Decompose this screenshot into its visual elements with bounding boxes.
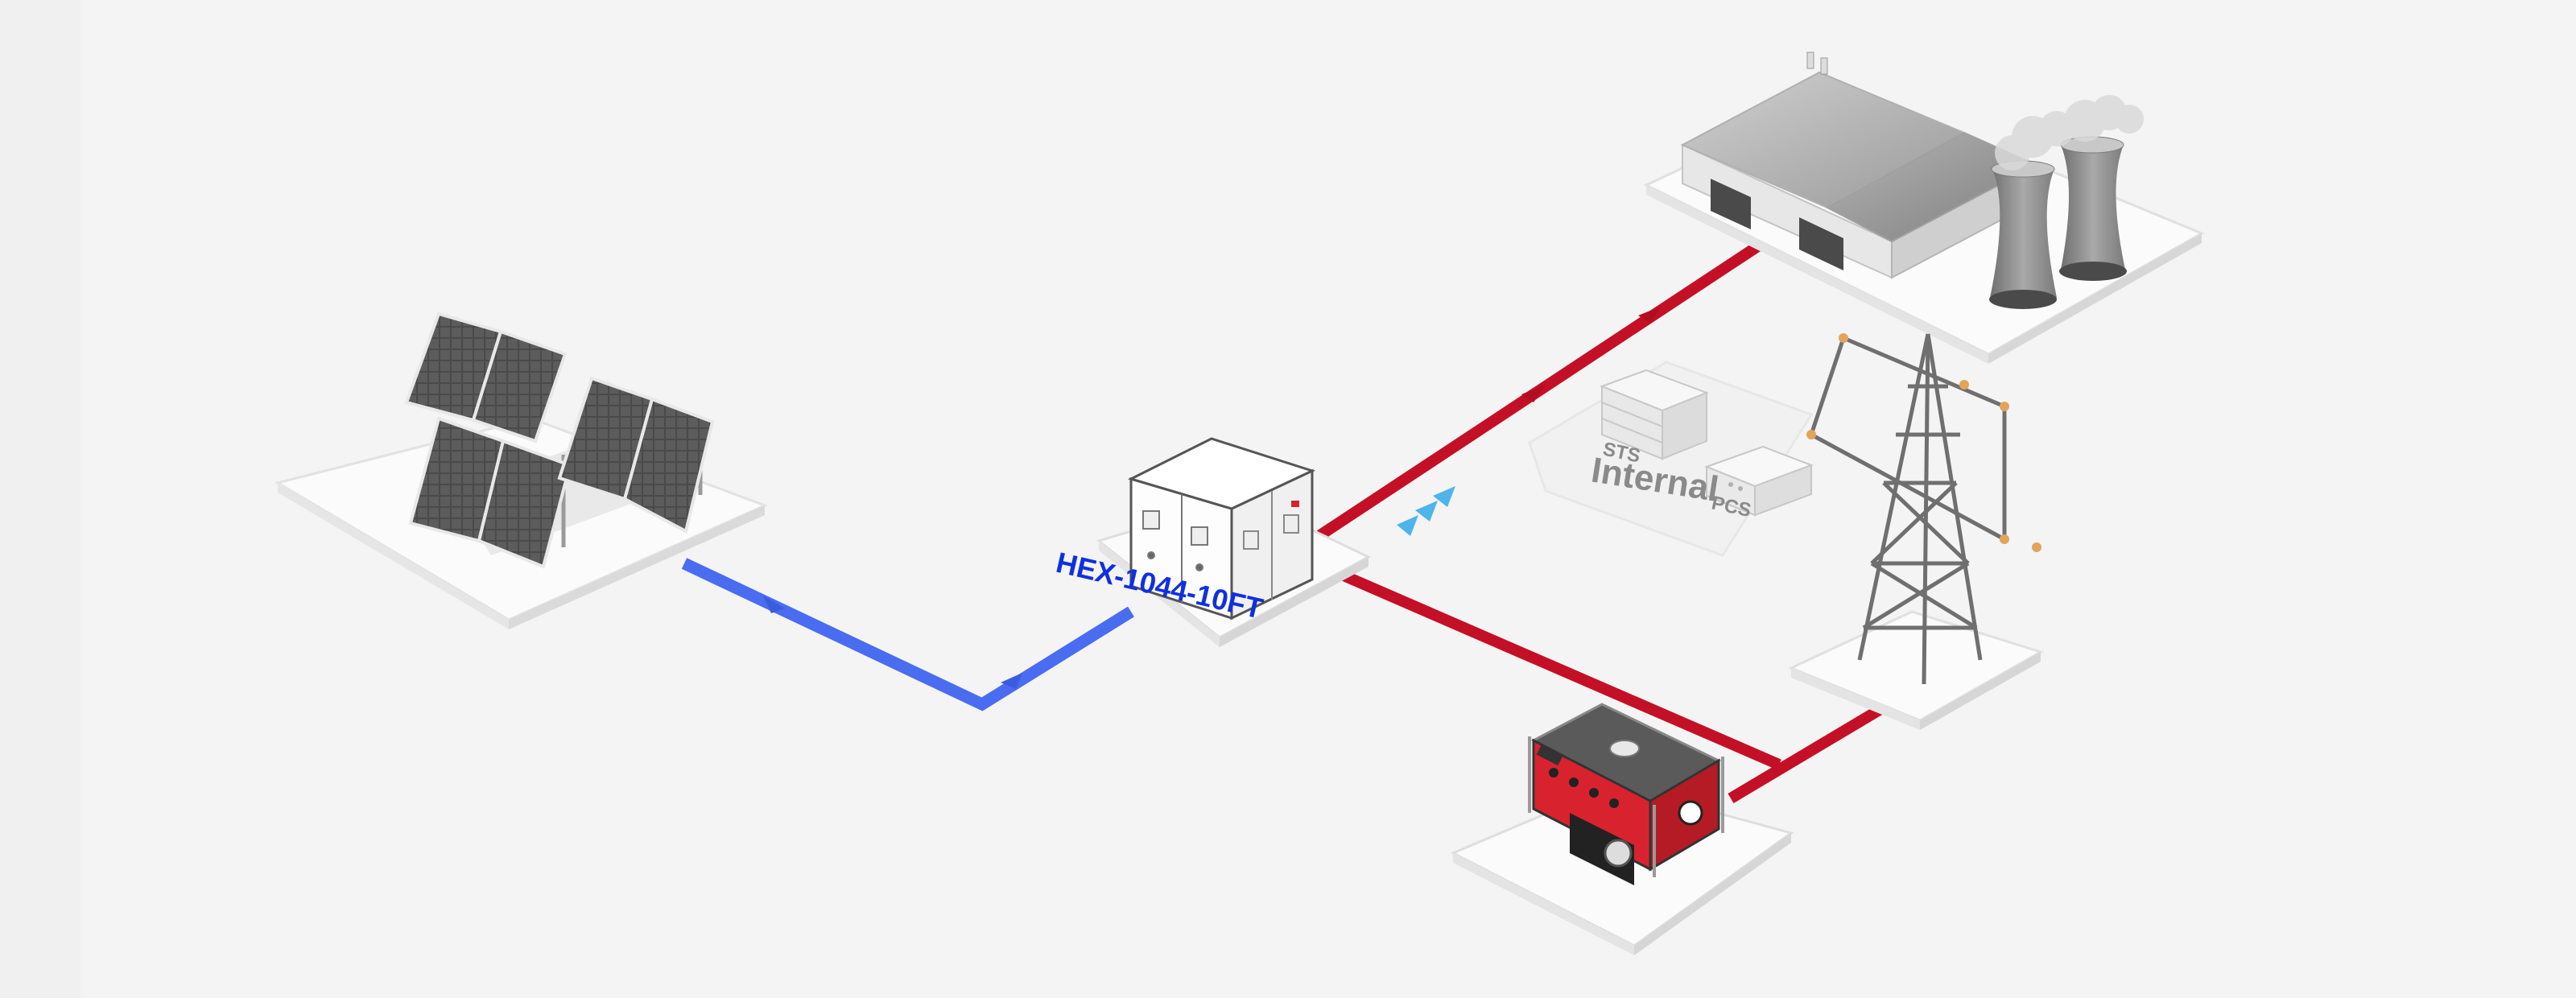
sts-unit-icon: STS	[1600, 369, 1709, 468]
ac-power-line-factory	[1317, 241, 1762, 540]
transmission-tower-icon	[1788, 333, 2044, 730]
ac-flow-arrow-1	[1521, 385, 1546, 402]
dc-flow-arrow-2	[1001, 673, 1022, 689]
ess-top-face	[1127, 437, 1316, 510]
solar-panel-array-icon	[275, 311, 768, 629]
dc-flow-arrow-1	[763, 596, 785, 613]
insulators	[1806, 333, 2041, 552]
diesel-generator-icon	[1450, 703, 1794, 955]
battery-container-icon: HEX-1044-10FT	[1053, 437, 1372, 647]
solar-panel-2	[471, 329, 568, 443]
flow-direction-arrows	[1397, 486, 1455, 536]
factory-with-cooling-towers-icon	[1643, 52, 2205, 364]
steam-cloud	[1995, 95, 2144, 171]
flow-arrow-1	[1397, 515, 1418, 536]
pcs-unit-icon: PCS	[1704, 445, 1814, 522]
flow-arrow-3	[1433, 486, 1455, 507]
cooling-tower-1	[1989, 160, 2057, 309]
ac-flow-arrow-2	[1638, 306, 1662, 324]
internal-equipment-group: STS PCS Internal	[1528, 361, 1814, 557]
cooling-tower-2	[2059, 136, 2127, 281]
dc-power-line	[681, 558, 1134, 711]
left-margin-strip	[0, 0, 80, 998]
solar-panel-4	[477, 439, 572, 569]
ac-power-line-generator	[1335, 567, 1885, 804]
solar-panel-6	[622, 397, 715, 534]
flow-arrow-2	[1415, 501, 1438, 522]
